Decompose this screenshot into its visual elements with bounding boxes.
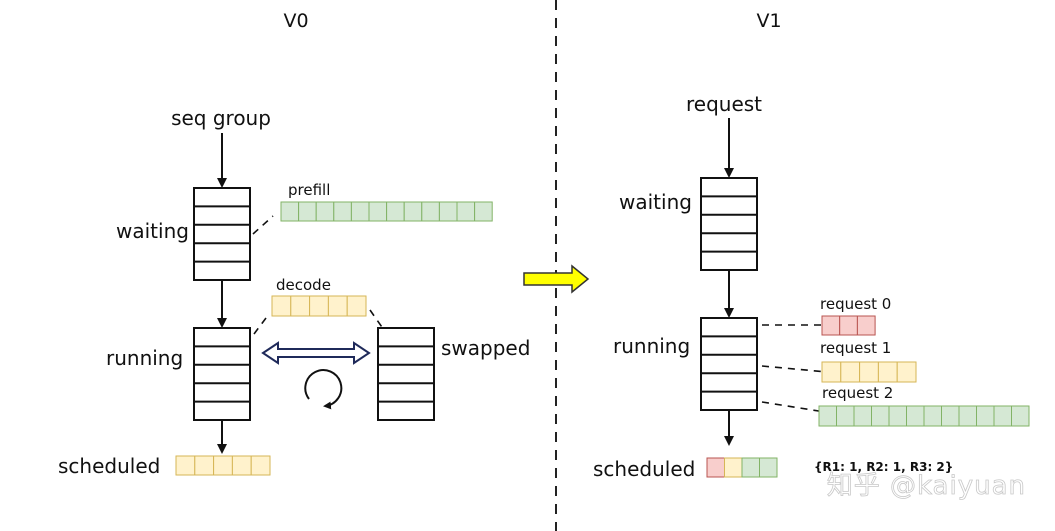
bar-cell [403, 201, 423, 222]
bar-cell [993, 405, 1012, 427]
request0-bar [821, 315, 876, 336]
bar-cell [271, 295, 292, 317]
v0-title: V0 [283, 10, 308, 32]
bar-cell [888, 405, 907, 427]
request2-leader-line [761, 401, 826, 413]
bar-cell [333, 201, 352, 222]
bar-cell [853, 405, 872, 427]
bar-cell [474, 201, 493, 222]
bar-cell [724, 457, 743, 478]
bar-cell [859, 361, 879, 383]
bar-cell [741, 457, 760, 478]
v1-title: V1 [756, 10, 781, 32]
prefill-label: prefill [288, 181, 330, 199]
bar-cell [821, 315, 841, 336]
v1-running-queue [700, 317, 758, 411]
bar-cell [821, 361, 842, 383]
bar-cell [896, 361, 917, 383]
swap-double-arrow [261, 341, 371, 365]
bar-cell [315, 201, 335, 222]
bar-cell [213, 455, 233, 476]
bar-cell [871, 405, 890, 427]
v0-scheduled-label: scheduled [58, 454, 160, 478]
request2-label: request 2 [822, 384, 893, 402]
bar-cell [976, 405, 995, 427]
bar-cell [231, 455, 252, 476]
bar-cell [839, 315, 858, 336]
bar-cell [840, 361, 861, 383]
bar-cell [923, 405, 942, 427]
request0-label: request 0 [820, 295, 891, 313]
v0-scheduled-bar [175, 455, 271, 476]
v1-running-label: running [613, 334, 690, 358]
bar-cell [280, 201, 300, 222]
request-label: request [686, 92, 762, 116]
v1-scheduled-bar [706, 457, 778, 478]
budget-text: {R1: 1, R2: 1, R3: 2} [814, 460, 953, 474]
v0-waiting-queue [193, 187, 251, 281]
bar-cell [856, 315, 876, 336]
swapped-label: swapped [441, 336, 530, 360]
bar-cell [1011, 405, 1030, 427]
rotate-icon [304, 369, 343, 410]
request2-bar [818, 405, 1030, 427]
prefill-bar [280, 201, 493, 222]
bar-cell [250, 455, 271, 476]
transition-arrow [523, 264, 590, 294]
bar-cell [958, 405, 977, 427]
v0-waiting-label: waiting [116, 219, 189, 243]
bar-cell [906, 405, 925, 427]
bar-cell [386, 201, 405, 222]
decode-leader-line-right [369, 309, 385, 331]
v1-waiting-label: waiting [619, 190, 692, 214]
bar-cell [836, 405, 855, 427]
bar-cell [327, 295, 348, 317]
v0-running-label: running [106, 346, 183, 370]
request1-leader-line [761, 365, 828, 373]
bar-cell [290, 295, 311, 317]
bar-cell [368, 201, 388, 222]
bar-cell [346, 295, 367, 317]
decode-label: decode [276, 276, 331, 294]
prefill-leader-line [252, 215, 274, 235]
bar-cell [298, 201, 317, 222]
bar-cell [194, 455, 215, 476]
bar-cell [941, 405, 960, 427]
watermark: 知乎 @kaiyuan [827, 471, 1026, 501]
bar-cell [759, 457, 778, 478]
bar-cell [350, 201, 370, 222]
bar-cell [438, 201, 458, 222]
decode-bar [271, 295, 367, 317]
v0-running-queue [193, 327, 251, 421]
v1-waiting-queue [700, 177, 758, 271]
decode-leader-line-left [253, 317, 267, 335]
bar-cell [877, 361, 898, 383]
swapped-queue [377, 327, 435, 421]
bar-cell [175, 455, 196, 476]
bar-cell [706, 457, 725, 478]
bar-cell [309, 295, 329, 317]
seq-group-label: seq group [171, 106, 271, 130]
request1-label: request 1 [820, 339, 891, 357]
bar-cell [421, 201, 440, 222]
bar-cell [818, 405, 837, 427]
v1-scheduled-label: scheduled [593, 457, 695, 481]
bar-cell [456, 201, 476, 222]
request1-bar [821, 361, 917, 383]
